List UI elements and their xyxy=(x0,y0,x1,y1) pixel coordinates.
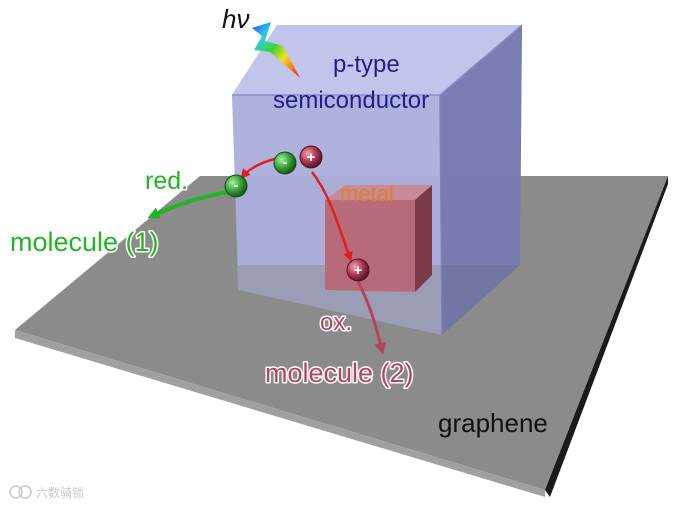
electron-transfer-arrow xyxy=(240,156,279,180)
oxidation-label: ox. xyxy=(320,309,352,336)
reduced-molecule-label: molecule (1) xyxy=(10,227,159,257)
hole-symbol: + xyxy=(354,262,363,279)
watermark-text: 六数骑锁 xyxy=(36,485,84,500)
electron-2: - xyxy=(224,174,248,198)
hole-symbol: + xyxy=(307,149,316,166)
photon-label: hν xyxy=(222,4,249,34)
hole-2: + xyxy=(346,258,370,282)
metal-label: metal xyxy=(340,181,394,206)
lightning-rainbow-icon xyxy=(252,22,300,78)
hole-1: + xyxy=(299,145,323,169)
hole-transfer-arrow xyxy=(311,171,353,262)
oxidation-arrow xyxy=(356,281,387,355)
substrate-label: graphene xyxy=(438,408,548,438)
electron-symbol: - xyxy=(283,154,288,170)
reduction-label: red. xyxy=(145,167,188,195)
semiconductor-label-line2: semiconductor xyxy=(273,87,429,114)
oxidized-molecule-label: molecule (2) xyxy=(265,358,414,388)
electron-1: - xyxy=(273,151,297,175)
electron-symbol: - xyxy=(234,177,239,193)
reduction-arrow xyxy=(147,190,229,219)
watermark: 六数骑锁 xyxy=(9,485,84,500)
semiconductor-label-line1: p-type xyxy=(333,51,400,78)
